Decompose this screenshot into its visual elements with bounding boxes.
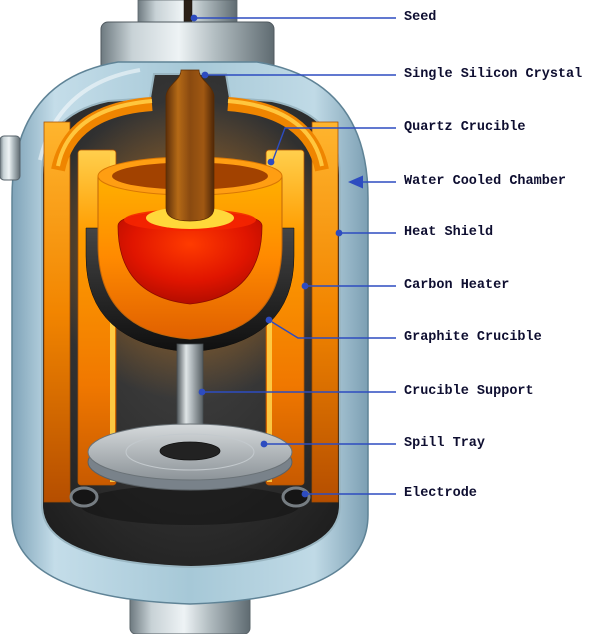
leader-water-cooled-chamber	[348, 175, 396, 189]
leader-dot-graphite-crucible	[265, 316, 273, 324]
leader-arrow-water-cooled-chamber	[348, 175, 363, 189]
label-seed: Seed	[404, 10, 437, 25]
label-graphite-crucible: Graphite Crucible	[404, 330, 542, 345]
label-crucible-support: Crucible Support	[404, 384, 534, 399]
spill-tray-ring	[125, 433, 255, 471]
leader-dot-quartz-crucible	[267, 158, 275, 166]
leader-dot-spill-tray	[260, 440, 268, 448]
leader-crucible-support	[198, 388, 396, 396]
leader-spill-tray	[260, 440, 396, 448]
leader-dot-heat-shield	[335, 229, 343, 237]
leader-line-quartz-crucible	[272, 127, 396, 161]
leader-dot-electrode	[301, 490, 309, 498]
leader-line-graphite-crucible	[271, 321, 396, 339]
heat-shield-arch-left-highlight	[56, 99, 153, 167]
leader-dot-crucible-support	[198, 388, 206, 396]
leader-dot-carbon-heater	[301, 282, 309, 290]
label-water-cooled-chamber: Water Cooled Chamber	[404, 174, 567, 189]
leader-quartz-crucible	[267, 127, 396, 166]
floor-shadow	[80, 485, 300, 525]
leader-single-silicon-crystal	[201, 71, 396, 79]
heat-shield-arch-right-highlight	[227, 99, 324, 167]
label-carbon-heater: Carbon Heater	[404, 278, 510, 293]
label-electrode: Electrode	[404, 486, 477, 501]
electrode-left	[69, 486, 99, 508]
spill-tray-hole	[159, 441, 221, 461]
leader-carbon-heater	[301, 282, 396, 290]
leader-heat-shield	[335, 229, 396, 237]
leader-graphite-crucible	[265, 316, 396, 339]
heat-shield-left	[43, 121, 71, 503]
heat-shield-right	[311, 121, 339, 503]
label-quartz-crucible: Quartz Crucible	[404, 120, 526, 135]
leader-electrode	[301, 490, 396, 498]
label-single-silicon-crystal: Single Silicon Crystal	[404, 67, 583, 82]
leader-dot-seed	[190, 14, 198, 22]
leader-seed	[190, 14, 396, 22]
leader-dot-single-silicon-crystal	[201, 71, 209, 79]
label-heat-shield: Heat Shield	[404, 225, 494, 240]
chamber-flange	[0, 135, 21, 181]
label-spill-tray: Spill Tray	[404, 436, 486, 451]
silicon-crystal	[165, 69, 215, 222]
